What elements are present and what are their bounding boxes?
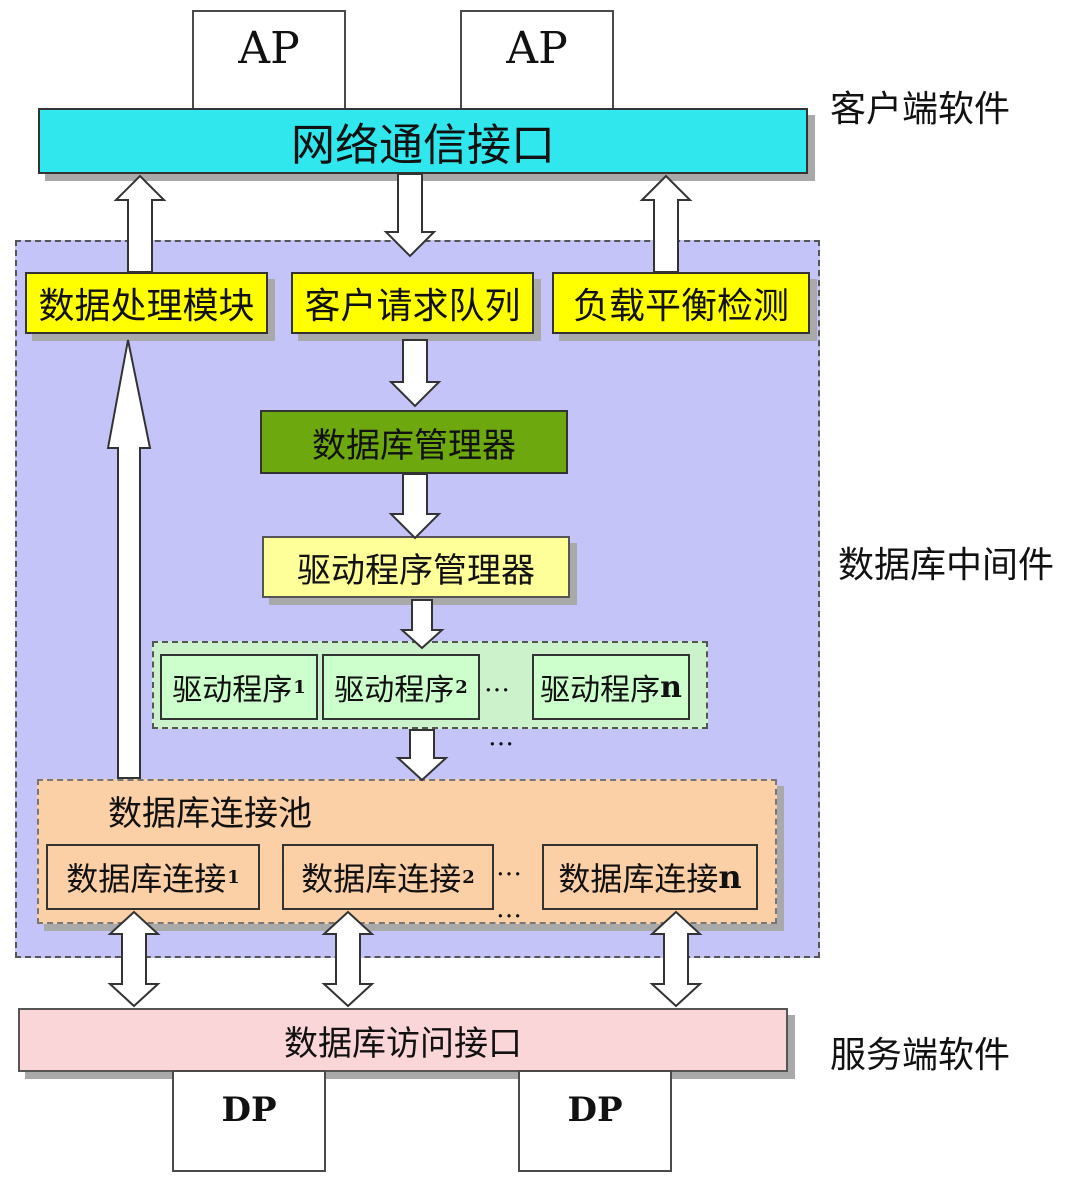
db-connection-1-label: 数据库连接 (66, 860, 227, 898)
db-connection-n-label: 数据库连接 (558, 860, 719, 898)
database-access-interface: 数据库访问接口 (18, 1008, 788, 1072)
db-connection-2-label: 数据库连接 (301, 860, 462, 898)
connection-pool-title: 数据库连接池 (108, 794, 312, 834)
server-software-label: 服务端软件 (830, 1035, 1011, 1076)
dp-label-left: DP (221, 1090, 277, 1130)
arrow-bidirectional-conn1 (107, 910, 161, 1008)
driver-1-label: 驱动程序 (172, 673, 293, 708)
arrow-down-dbmanager-to-drivermanager (388, 473, 442, 540)
ap-label-left: AP (238, 22, 300, 74)
arrow-up-pool-to-processing (106, 339, 152, 779)
driver-n-suffix: n (660, 669, 682, 705)
driver-ellipsis-below: … (488, 722, 518, 752)
database-manager: 数据库管理器 (260, 410, 568, 474)
network-interface-label: 网络通信接口 (291, 120, 555, 171)
client-software-label: 客户端软件 (830, 89, 1011, 130)
driver-1-subscript: 1 (293, 676, 306, 698)
driver-2-label: 驱动程序 (334, 673, 455, 708)
arrow-down-drivermanager-to-drivers (399, 599, 445, 650)
data-processing-label: 数据处理模块 (38, 286, 255, 327)
database-manager-label: 数据库管理器 (312, 425, 516, 466)
client-request-queue-label: 客户请求队列 (304, 286, 521, 327)
driver-ellipsis-inline: … (484, 668, 514, 698)
driver-manager-label: 驱动程序管理器 (297, 550, 535, 591)
arrow-down-drivers-to-pool (395, 729, 449, 782)
db-connection-n-suffix: n (718, 858, 742, 896)
arrow-up-processing-to-network (113, 174, 167, 273)
dp-label-right: DP (567, 1090, 623, 1130)
database-access-label: 数据库访问接口 (284, 1023, 522, 1064)
driver-n-label: 驱动程序 (540, 673, 661, 708)
dp-box-right: DP (518, 1070, 672, 1172)
arrow-bidirectional-connn (649, 910, 703, 1008)
db-connection-2-subscript: 2 (462, 866, 475, 888)
arrow-up-loadbalance-to-network (639, 174, 693, 273)
arrow-down-queue-to-dbmanager (388, 339, 442, 408)
arrow-down-network-to-queue (383, 173, 437, 258)
network-communication-interface: 网络通信接口 (38, 108, 808, 174)
dp-box-left: DP (172, 1070, 326, 1172)
load-balance-detection: 负载平衡检测 (552, 272, 810, 334)
data-processing-module: 数据处理模块 (25, 272, 268, 334)
connection-ellipsis-inline: … (496, 852, 526, 882)
load-balance-label: 负载平衡检测 (572, 286, 789, 327)
arrow-bidirectional-conn2 (321, 910, 375, 1008)
client-request-queue: 客户请求队列 (291, 272, 534, 334)
ap-label-right: AP (506, 22, 568, 74)
connection-ellipsis-below: … (496, 894, 526, 924)
ap-box-left: AP (192, 10, 346, 112)
driver-2-subscript: 2 (455, 676, 468, 698)
db-connection-1-subscript: 1 (227, 866, 240, 888)
middleware-label: 数据库中间件 (838, 545, 1055, 586)
